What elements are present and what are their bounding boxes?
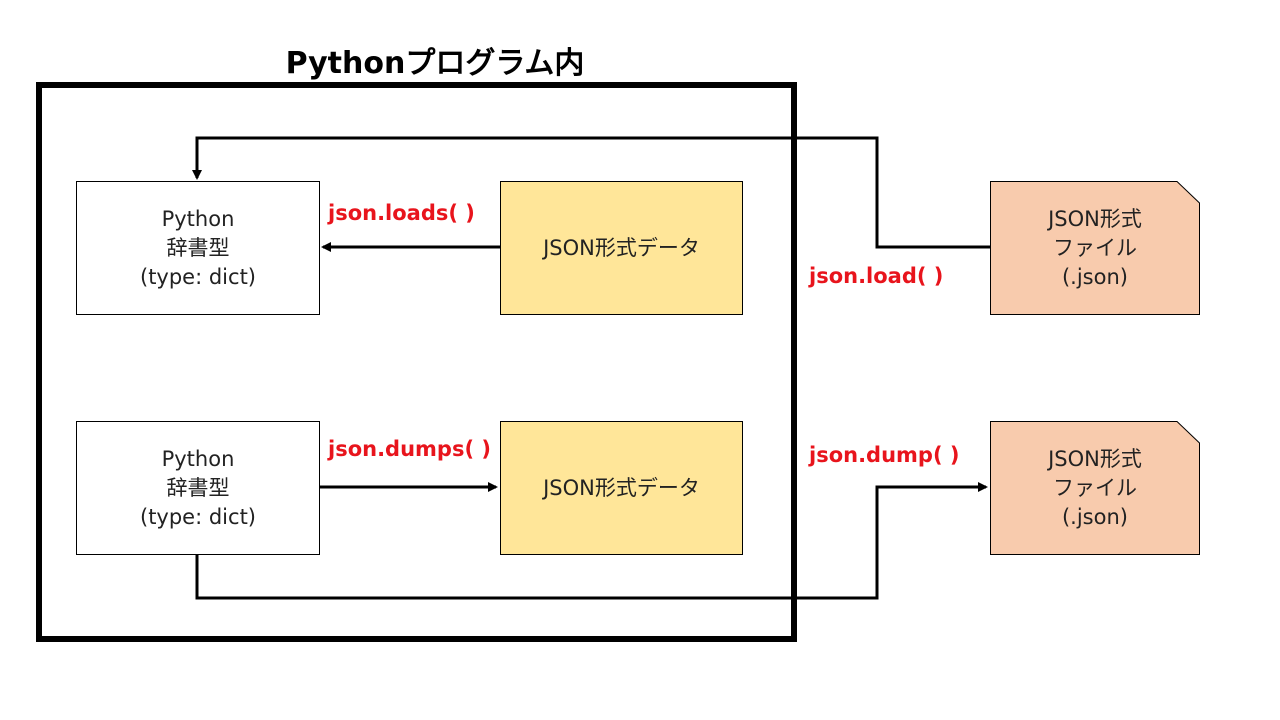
- label-json-dump: json.dump( ): [809, 443, 960, 467]
- dict-line2: 辞書型: [166, 475, 230, 500]
- dict-line2: 辞書型: [166, 235, 230, 260]
- dict-line1: Python: [161, 206, 235, 231]
- dump-arrow: [195, 482, 988, 600]
- json-file-box-top: JSON形式 ファイル (.json): [990, 181, 1200, 315]
- file-line3: (.json): [1061, 264, 1128, 289]
- json-data-label: JSON形式データ: [543, 475, 700, 500]
- file-line2: ファイル: [1052, 235, 1137, 260]
- label-json-dumps: json.dumps( ): [328, 437, 491, 461]
- json-data-box-bottom: JSON形式データ: [500, 421, 743, 555]
- file-line3: (.json): [1061, 504, 1128, 529]
- file-line2: ファイル: [1052, 475, 1137, 500]
- document-icon: [990, 421, 1200, 555]
- dict-line3: (type: dict): [140, 264, 256, 289]
- dict-line3: (type: dict): [140, 504, 256, 529]
- file-line1: JSON形式: [1048, 206, 1142, 231]
- python-dict-box-top: Python 辞書型 (type: dict): [76, 181, 320, 315]
- python-dict-box-bottom: Python 辞書型 (type: dict): [76, 421, 320, 555]
- file-line1: JSON形式: [1048, 446, 1142, 471]
- dict-line1: Python: [161, 446, 235, 471]
- python-program-frame: [36, 82, 797, 642]
- label-json-loads: json.loads( ): [328, 201, 475, 225]
- json-data-label: JSON形式データ: [543, 235, 700, 260]
- label-json-load: json.load( ): [809, 264, 944, 288]
- load-arrow: [192, 136, 990, 249]
- json-file-box-bottom: JSON形式 ファイル (.json): [990, 421, 1200, 555]
- document-icon: [990, 181, 1200, 315]
- json-data-box-top: JSON形式データ: [500, 181, 743, 315]
- diagram-title: Pythonプログラム内: [285, 46, 585, 81]
